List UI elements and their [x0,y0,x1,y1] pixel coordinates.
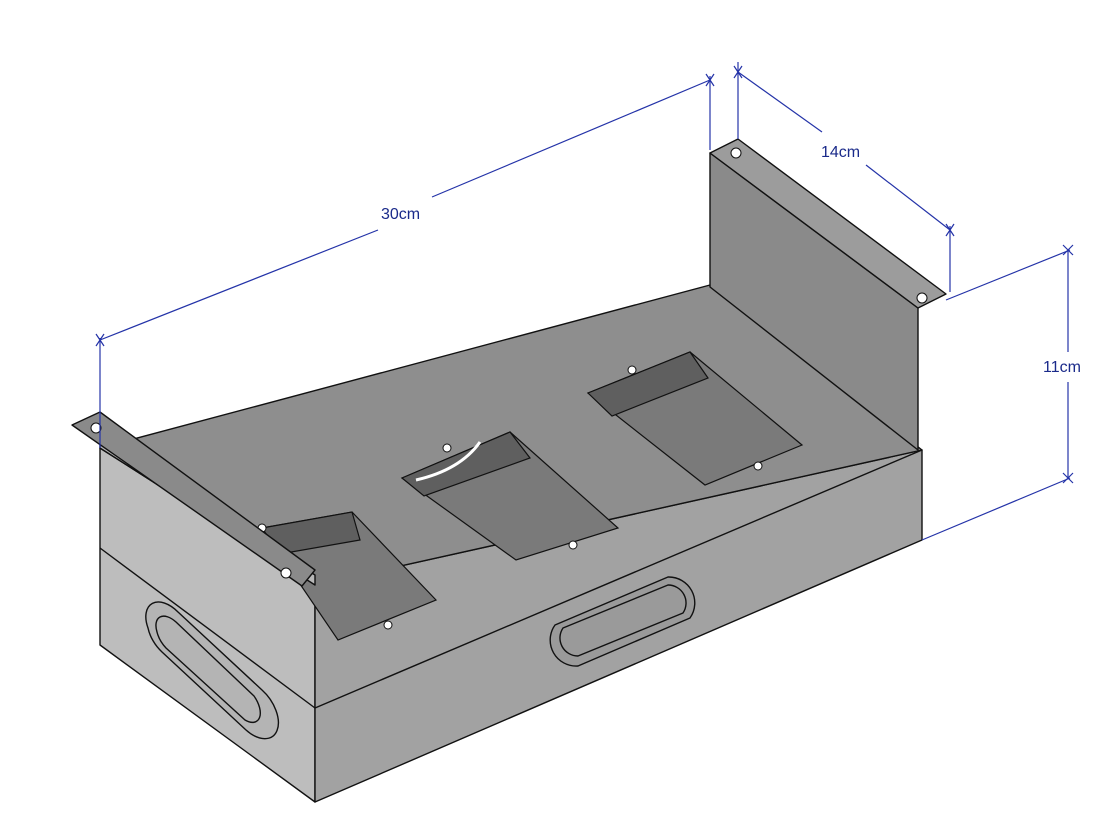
dimension-length-label: 30cm [381,206,420,223]
dimension-height: 11cm [921,244,1081,541]
mount-hole [280,567,292,579]
box-seam-front [314,449,923,709]
right-bracket [709,138,947,451]
screw-hole [627,365,637,375]
screw-hole [568,540,578,550]
box-seam-left [99,547,316,709]
mount-hole [90,422,102,434]
dimension-height-label: 11cm [1043,359,1081,376]
screw-hole [442,443,452,453]
cutout-left [257,511,438,641]
left-bracket [71,411,316,587]
oval-knockout-front [549,576,696,667]
mount-hole [730,147,742,159]
screw-hole [383,620,393,630]
cutout-right [586,351,804,486]
screw-hole [753,461,763,471]
dimension-length: 30cm [95,73,715,448]
cutout-center [400,431,620,561]
dimension-depth-label: 14cm [821,144,860,161]
right-bracket-flange [709,138,947,309]
left-bracket-flange [71,411,316,587]
mount-hole [916,292,928,304]
oval-knockout-left [145,601,280,740]
dimension-depth: 14cm [733,62,955,292]
